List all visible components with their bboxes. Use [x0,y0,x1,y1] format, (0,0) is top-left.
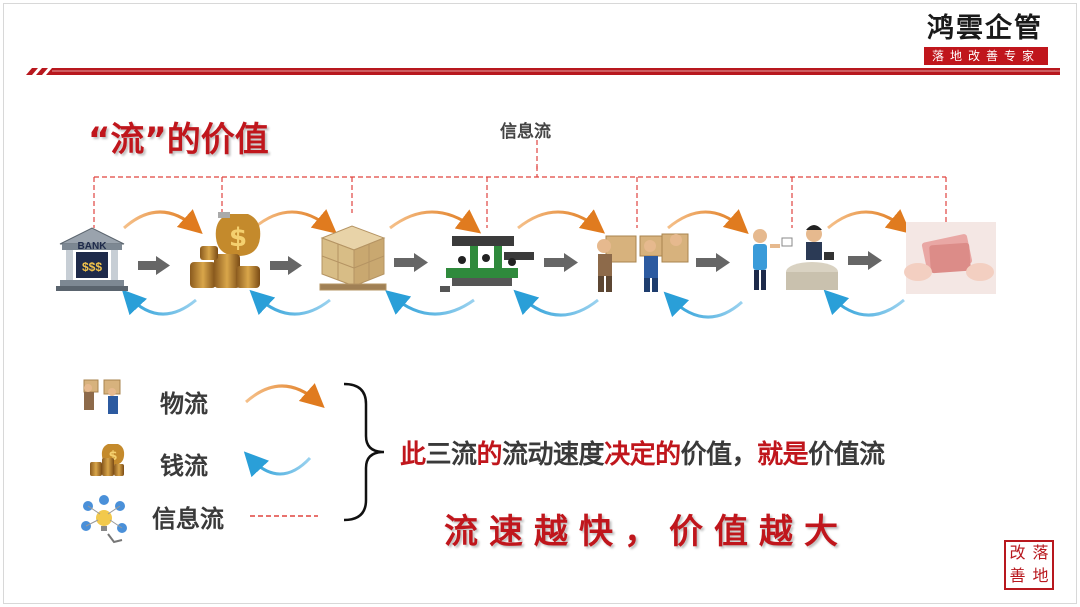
info-flow-network [93,140,947,228]
worker-carrying-box-icon [597,235,637,292]
logo-title: 鸿雲企管 [927,13,1043,44]
statement-part: 价值流 [808,440,885,470]
workers-carrying-boxes-icon [83,379,121,414]
statement-part: 价值， [680,440,758,470]
legend-money-arc [243,451,312,478]
statement-part: 三流 [425,440,478,470]
seal-char: 落 [1032,543,1049,562]
two-workers-boxes-icon [639,233,689,292]
step-arrow [544,253,578,272]
page-title: “流”的价值 [88,120,269,160]
step-arrow [848,251,882,270]
bank-icon: BANK $$$ [56,227,128,291]
production-line-icon [440,236,534,292]
statement-part: 流动速度 [502,440,605,470]
idea-network-icon [81,495,127,544]
statement-part: 的 [655,440,681,470]
flow-arcs [121,209,911,319]
slide-frame [3,3,1077,604]
conclusion-text: 流速越快，价值越大 [444,512,849,552]
legend-label-money: 钱流 [160,452,208,480]
header-bar [26,68,1060,75]
seal-char: 地 [1032,566,1049,585]
statement-part: 的 [476,440,503,470]
step-arrows [138,251,882,275]
svg-text:$: $ [229,223,247,253]
step-arrow [394,253,428,272]
svg-text:$: $ [108,449,117,464]
step-arrow [138,256,170,275]
boxes-pallet-icon [319,225,387,291]
info-flow-label: 信息流 [500,122,551,142]
step-arrow [696,253,730,272]
money-bag-coins-icon: $ [190,212,261,288]
seal-char: 善 [1009,566,1026,585]
curly-brace [343,382,385,522]
statement-part: 就是 [757,440,809,470]
legend-label-info: 信息流 [152,505,224,533]
step-arrow [270,256,302,275]
coin-stack-icon: $ [90,444,125,476]
seal-stamp: 改 落 善 地 [1004,540,1054,590]
main-statement: 此三流的流动速度决定的价值，就是价值流 [400,434,885,471]
legend-material-arc [245,383,325,408]
seal-char: 改 [1009,543,1026,562]
statement-part: 决定 [604,440,656,470]
customer-card-payment-icon [753,229,793,290]
hands-cash-icon [904,222,996,294]
statement-part: 此 [400,440,426,470]
logo-subtitle: 落地改善专家 [924,47,1048,65]
legend-label-material: 物流 [160,390,208,418]
bank-text: BANK [78,241,108,252]
cashier-counter-icon [786,225,838,290]
bank-sign: $$$ [82,260,102,274]
